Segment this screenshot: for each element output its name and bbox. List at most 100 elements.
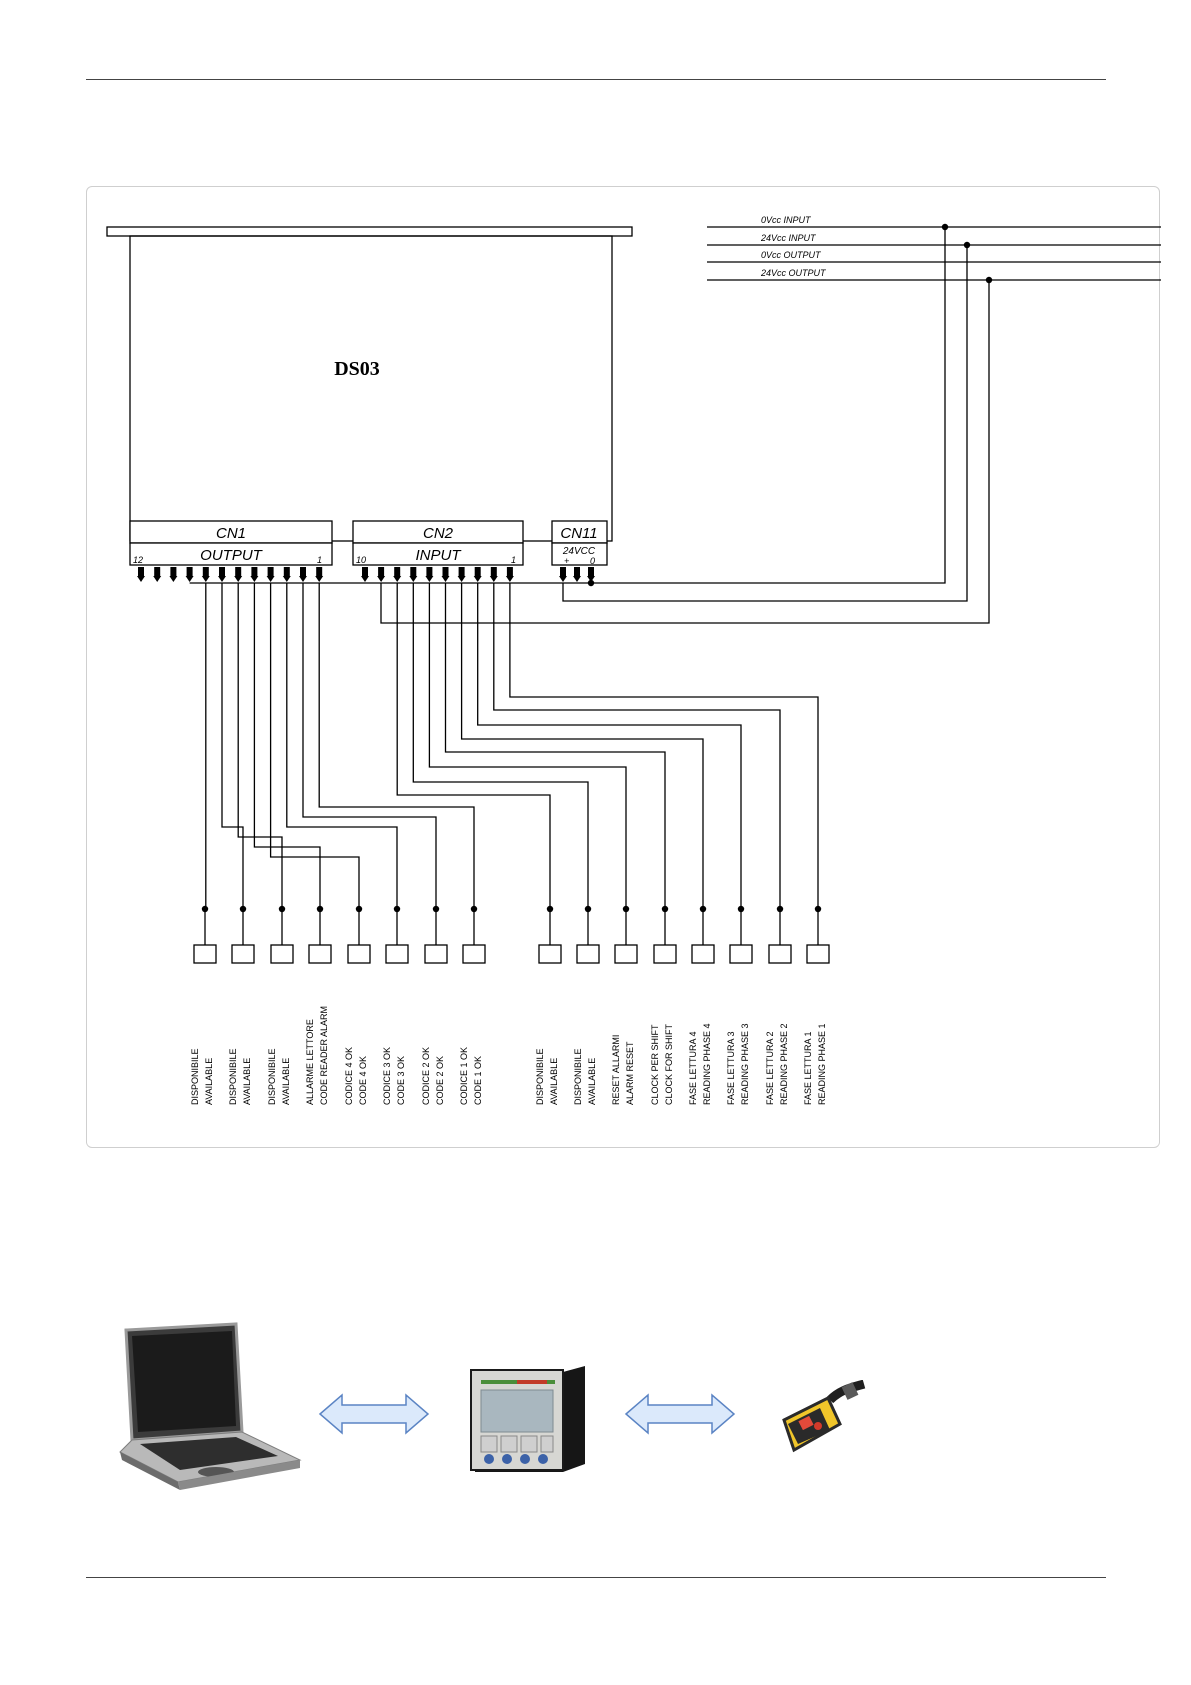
field-box bbox=[538, 944, 562, 964]
load-box bbox=[270, 944, 294, 964]
input-label: FASE LETTURA 1 bbox=[803, 1031, 813, 1105]
output-label: DISPONIBILE bbox=[267, 1048, 277, 1105]
input-wire bbox=[444, 583, 666, 909]
terminal-pin bbox=[185, 567, 194, 582]
terminal-pin bbox=[282, 567, 291, 582]
wiring-diagram: DS03 CN1 OUTPUT 12 1 CN2 INPUT 10 1 CN11… bbox=[106, 215, 1161, 1105]
ds03-top-plate bbox=[106, 226, 633, 237]
output-label: AVAILABLE bbox=[281, 1058, 291, 1105]
load-box bbox=[462, 944, 486, 964]
input-label: READING PHASE 1 bbox=[817, 1023, 827, 1105]
cn1-label: OUTPUT bbox=[200, 547, 264, 564]
field-box bbox=[653, 944, 677, 964]
output-label: CODE 4 OK bbox=[358, 1056, 368, 1105]
input-label: FASE LETTURA 4 bbox=[688, 1031, 698, 1105]
input-label: AVAILABLE bbox=[549, 1058, 559, 1105]
cn11-label-box bbox=[551, 542, 608, 566]
output-wire bbox=[286, 583, 398, 909]
input-label: READING PHASE 2 bbox=[779, 1023, 789, 1105]
input-wire bbox=[396, 583, 551, 909]
terminal-pin bbox=[137, 567, 145, 582]
input-label: AVAILABLE bbox=[587, 1058, 597, 1105]
laptop-icon bbox=[119, 1322, 302, 1490]
input-wire bbox=[412, 583, 589, 909]
terminal-pin bbox=[234, 567, 243, 582]
cn2-label: INPUT bbox=[416, 547, 463, 564]
terminal-pin bbox=[169, 567, 178, 582]
input-label: RESET ALLARMI bbox=[611, 1035, 621, 1105]
output-label: DISPONIBILE bbox=[190, 1048, 200, 1105]
cn11-name: CN11 bbox=[560, 525, 597, 542]
input-wire bbox=[509, 583, 819, 909]
input-wire bbox=[477, 583, 742, 909]
cn1-pin-first: 12 bbox=[133, 555, 143, 565]
ds03-panel-icon bbox=[470, 1366, 585, 1472]
power-wire-24vcc-output bbox=[380, 280, 990, 624]
cn2-pin-last: 1 bbox=[511, 555, 516, 565]
output-label: CODICE 2 OK bbox=[421, 1047, 431, 1105]
device-title: DS03 bbox=[334, 358, 380, 380]
input-wire bbox=[460, 583, 704, 909]
input-wire bbox=[493, 583, 781, 909]
load-box bbox=[193, 944, 217, 964]
field-box bbox=[729, 944, 753, 964]
field-box bbox=[691, 944, 715, 964]
output-label: DISPONIBILE bbox=[228, 1048, 238, 1105]
bidirectional-arrow-icon bbox=[624, 1393, 736, 1435]
power-line-label: 24Vcc OUTPUT bbox=[760, 268, 827, 278]
output-label: CODICE 1 OK bbox=[459, 1047, 469, 1105]
output-wire bbox=[269, 583, 360, 909]
terminal-pin bbox=[393, 567, 402, 582]
terminal-pin bbox=[573, 567, 581, 582]
input-label: READING PHASE 4 bbox=[702, 1023, 712, 1105]
output-label: AVAILABLE bbox=[204, 1058, 214, 1105]
output-label: AVAILABLE bbox=[242, 1058, 252, 1105]
terminal-pin bbox=[315, 567, 324, 582]
output-label: CODICE 3 OK bbox=[382, 1047, 392, 1105]
output-label: CODICE 4 OK bbox=[344, 1047, 354, 1105]
cn1-name: CN1 bbox=[216, 525, 246, 542]
ds03-body bbox=[129, 235, 613, 542]
input-label: DISPONIBILE bbox=[573, 1048, 583, 1105]
cn11-label: 24VCC bbox=[562, 546, 596, 557]
terminal-pin bbox=[489, 567, 498, 582]
terminal-pin bbox=[587, 567, 595, 582]
terminal-pin bbox=[473, 567, 482, 582]
field-box bbox=[614, 944, 638, 964]
barcode-reader-icon bbox=[782, 1380, 866, 1453]
load-box bbox=[231, 944, 255, 964]
terminal-pin bbox=[361, 567, 369, 582]
load-box bbox=[308, 944, 332, 964]
terminal-pin bbox=[409, 567, 418, 582]
output-label: CODE 2 OK bbox=[435, 1056, 445, 1105]
bottom-rule bbox=[86, 1577, 1106, 1578]
top-rule bbox=[86, 79, 1106, 80]
bidirectional-arrow-icon bbox=[318, 1393, 430, 1435]
terminal-pin bbox=[250, 567, 259, 582]
terminal-pin bbox=[559, 567, 567, 582]
terminal-pin bbox=[266, 567, 275, 582]
output-label: ALLARME LETTORE bbox=[305, 1019, 315, 1105]
load-box bbox=[424, 944, 448, 964]
terminal-pin bbox=[377, 567, 386, 582]
terminal-pin bbox=[505, 567, 514, 582]
power-wire-0vcc-input bbox=[591, 227, 946, 584]
field-box bbox=[576, 944, 600, 964]
input-label: CLOCK PER SHIFT bbox=[650, 1024, 660, 1105]
input-label: CLOCK FOR SHIFT bbox=[664, 1023, 674, 1105]
output-label: CODE READER ALARM bbox=[319, 1006, 329, 1105]
terminal-pin bbox=[457, 567, 466, 582]
input-label: ALARM RESET bbox=[625, 1041, 635, 1105]
terminal-pin bbox=[153, 567, 162, 582]
output-wire bbox=[221, 583, 244, 909]
cn2-pin-first: 10 bbox=[356, 555, 366, 565]
output-wire bbox=[302, 583, 437, 909]
cn2-name: CN2 bbox=[423, 525, 454, 542]
input-label: FASE LETTURA 3 bbox=[726, 1031, 736, 1105]
output-wire bbox=[318, 583, 475, 909]
output-wire bbox=[253, 583, 321, 909]
output-label: CODE 3 OK bbox=[396, 1056, 406, 1105]
power-wire-24vcc-input bbox=[562, 245, 968, 602]
load-box bbox=[385, 944, 409, 964]
cn11-pin-plus: + bbox=[564, 556, 569, 566]
